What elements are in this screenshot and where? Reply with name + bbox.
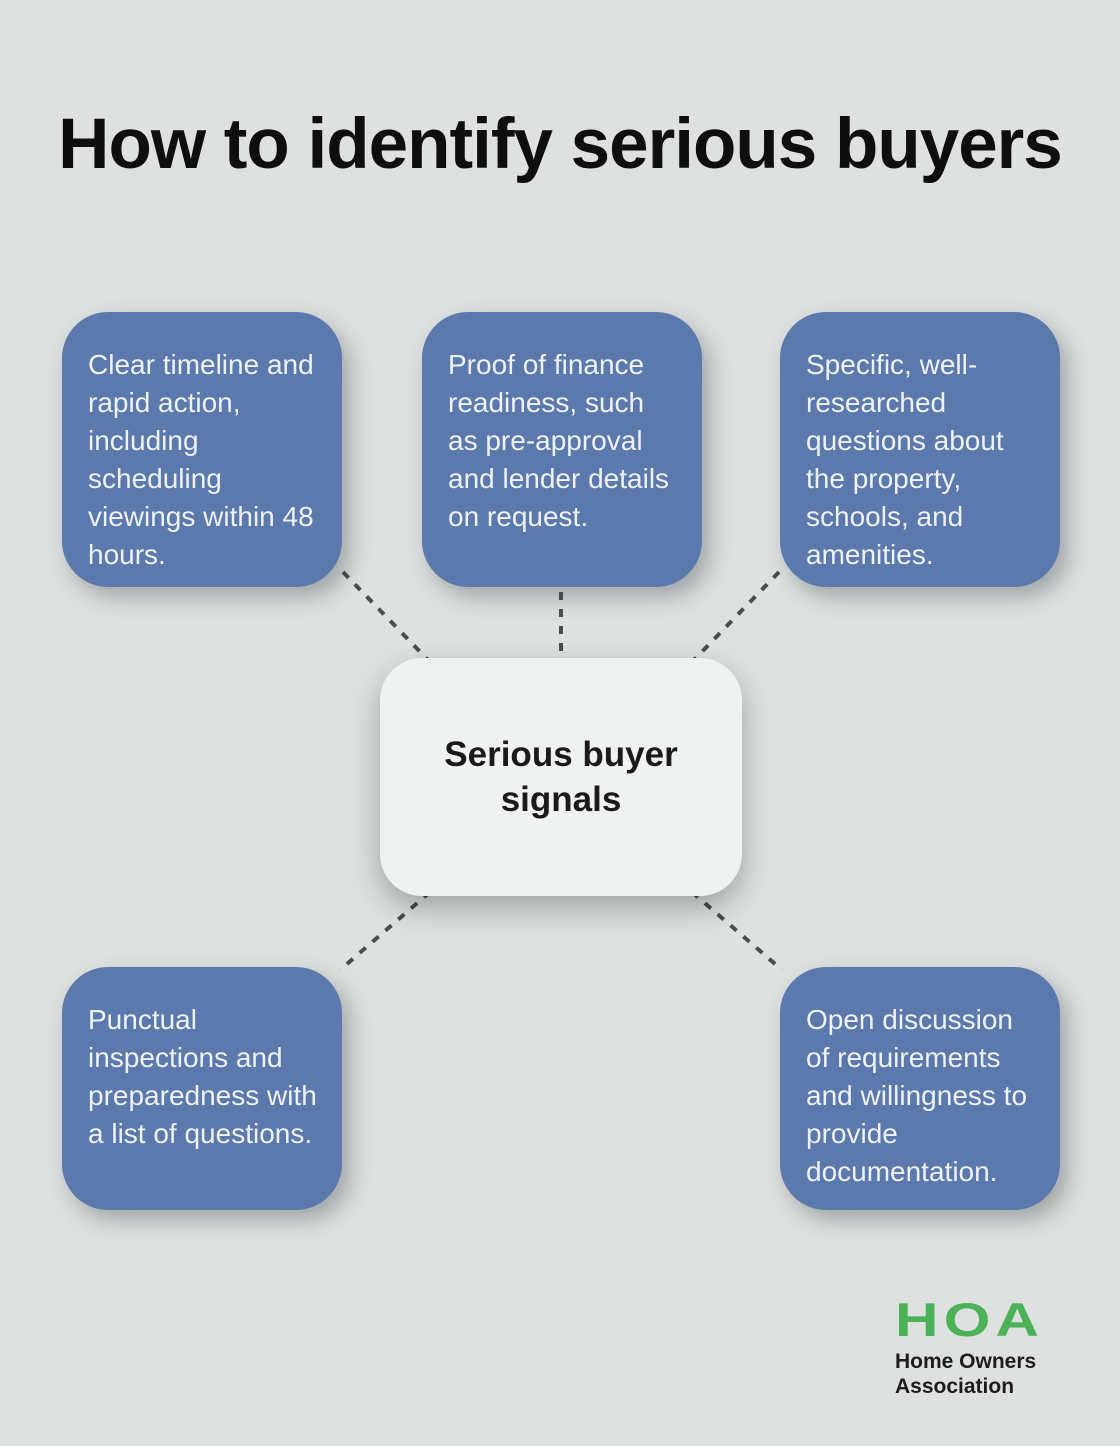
node-researched-questions: Specific, well-researched questions abou… xyxy=(780,312,1060,587)
node-text: Proof of finance readiness, such as pre-… xyxy=(448,349,670,532)
hoa-logo: HOA Home Owners Association xyxy=(895,1296,1039,1399)
center-node-label: Serious buyer signals xyxy=(444,735,678,819)
hoa-logo-name-line2: Association xyxy=(895,1375,1015,1398)
connector-bottom-left xyxy=(338,890,432,972)
hoa-logo-acronym: HOA xyxy=(895,1293,1045,1346)
connector-bottom-right xyxy=(690,890,784,972)
node-text: Clear timeline and rapid action, includi… xyxy=(88,349,314,570)
center-node-serious-buyer-signals: Serious buyer signals xyxy=(380,658,742,896)
node-clear-timeline: Clear timeline and rapid action, includi… xyxy=(62,312,342,587)
node-text: Open discussion of requirements and will… xyxy=(806,1004,1028,1187)
node-text: Specific, well-researched questions abou… xyxy=(806,349,1004,570)
node-open-discussion: Open discussion of requirements and will… xyxy=(780,967,1060,1210)
node-punctual-inspections: Punctual inspections and preparedness wi… xyxy=(62,967,342,1210)
node-proof-of-finance: Proof of finance readiness, such as pre-… xyxy=(422,312,702,587)
node-text: Punctual inspections and preparedness wi… xyxy=(88,1004,317,1149)
page-title: How to identify serious buyers xyxy=(58,105,1063,184)
connector-top-left xyxy=(341,570,432,664)
connector-top-right xyxy=(690,570,781,664)
hoa-logo-name-line1: Home Owners xyxy=(895,1350,1037,1373)
